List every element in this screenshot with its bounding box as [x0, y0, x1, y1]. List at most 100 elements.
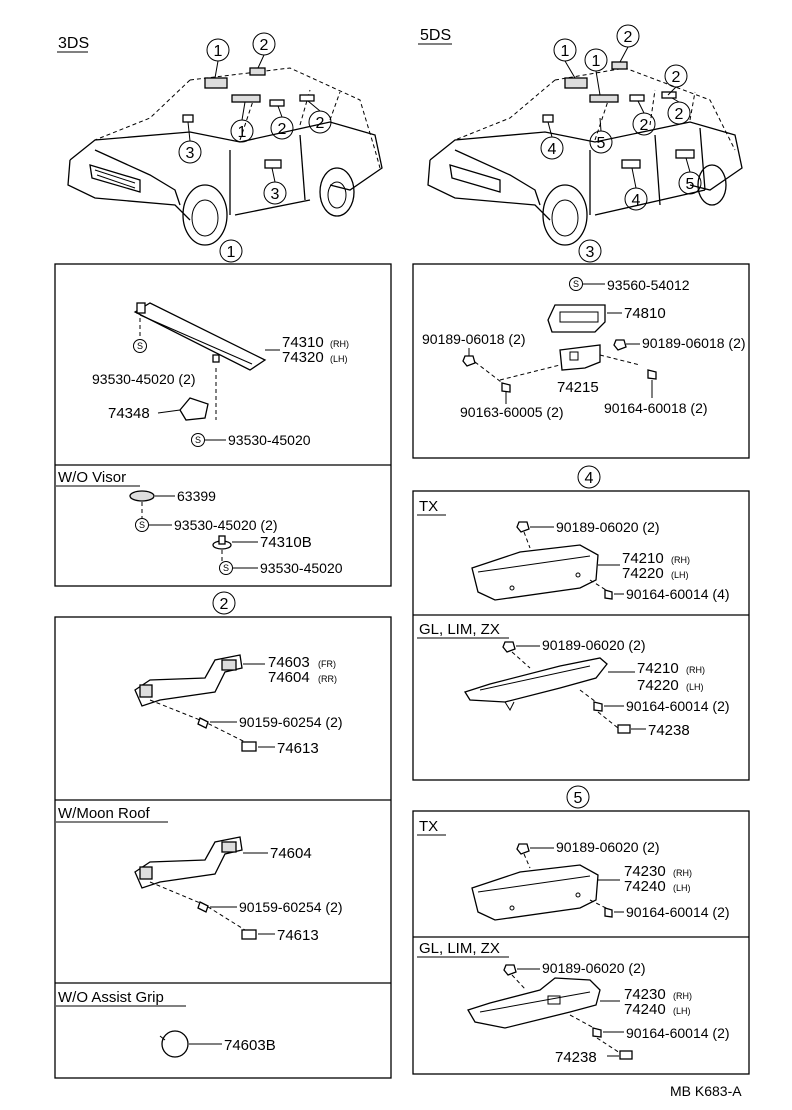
label-nut-90189-right: 90189-06018 (2) — [642, 335, 746, 351]
label-74240-gl: 74240 — [624, 1001, 666, 1018]
label-74810: 74810 — [624, 305, 666, 322]
gl-title-4: GL, LIM, ZX — [419, 621, 500, 638]
label-screw-93530-d: 93530-45020 — [260, 560, 343, 576]
label-74220-gl: 74220 — [637, 677, 679, 694]
label-74230-gl: 74230 — [624, 986, 666, 1003]
heading-3ds: 3DS — [58, 35, 89, 52]
label-74320: 74320 — [282, 349, 324, 366]
gl-title-5: GL, LIM, ZX — [419, 940, 500, 957]
screw-icon — [501, 382, 511, 393]
svg-text:3: 3 — [271, 186, 280, 203]
cover-74613 — [241, 929, 257, 940]
sun-visor — [133, 302, 267, 371]
armrest-74230-gl — [467, 977, 601, 1029]
panel3-callout — [578, 239, 602, 263]
label-nut-90189-20-4b: 90189-06020 (2) — [542, 637, 646, 653]
panel3-frame — [412, 263, 750, 459]
svg-text:2: 2 — [316, 115, 325, 132]
panel5-callout — [566, 785, 590, 809]
label-screw-90159-b: 90159-60254 (2) — [239, 899, 343, 915]
svg-text:(RR): (RR) — [318, 674, 337, 684]
car-3ds-drawing — [67, 67, 383, 246]
label-screw-90159-a: 90159-60254 (2) — [239, 714, 343, 730]
car-5ds-callouts: 1 1 2 2 2 2 4 5 4 5 — [540, 24, 702, 211]
svg-text:2: 2 — [278, 121, 287, 138]
label-74240-tx: 74240 — [624, 878, 666, 895]
svg-text:S: S — [195, 435, 201, 445]
label-74613-b: 74613 — [277, 927, 319, 944]
label-74215: 74215 — [557, 379, 599, 396]
armrest-74210-gl — [464, 657, 608, 712]
svg-text:5: 5 — [686, 176, 695, 193]
svg-text:1: 1 — [214, 43, 223, 60]
label-screw-90164-14-5a: 90164-60014 (2) — [626, 904, 730, 920]
svg-text:S: S — [223, 563, 229, 573]
screw-icon — [604, 589, 613, 600]
svg-text:(RH): (RH) — [673, 868, 692, 878]
label-screw-93530-c: 93530-45020 (2) — [174, 517, 278, 533]
svg-text:2: 2 — [675, 106, 684, 123]
label-74603: 74603 — [268, 654, 310, 671]
label-74603b: 74603B — [224, 1037, 276, 1054]
svg-text:3: 3 — [586, 244, 595, 261]
svg-text:5: 5 — [574, 790, 583, 807]
svg-text:3: 3 — [186, 145, 195, 162]
figure-code: MB K683-A — [670, 1083, 742, 1099]
label-74310: 74310 — [282, 334, 324, 351]
label-74238-4: 74238 — [648, 722, 690, 739]
panel1-callout — [219, 239, 243, 263]
svg-text:4: 4 — [548, 141, 557, 158]
tx-title-4: TX — [419, 498, 438, 515]
label-screw-90164-14-4a: 90164-60014 (4) — [626, 586, 730, 602]
svg-text:(FR): (FR) — [318, 659, 336, 669]
label-screw-93530-b: 93530-45020 — [228, 432, 311, 448]
label-93560: 93560-54012 — [607, 277, 690, 293]
svg-text:5: 5 — [597, 135, 606, 152]
svg-text:4: 4 — [585, 470, 594, 487]
svg-text:(LH): (LH) — [686, 682, 704, 692]
panel2-callout — [212, 591, 236, 615]
armrest-74230-tx — [471, 864, 599, 921]
label-74310b: 74310B — [260, 534, 312, 551]
label-nut-90189-20-5a: 90189-06020 (2) — [556, 839, 660, 855]
svg-text:4: 4 — [632, 192, 641, 209]
assist-grip-74603 — [134, 654, 243, 707]
panel1-frame — [54, 263, 392, 587]
assist-grip-74604 — [134, 836, 243, 889]
screw-icon — [569, 277, 583, 291]
car-5ds-drawing — [427, 61, 743, 246]
nut-icon — [516, 843, 530, 855]
svg-text:1: 1 — [227, 244, 236, 261]
screw-icon — [135, 518, 149, 532]
label-74348: 74348 — [108, 405, 150, 422]
svg-text:S: S — [137, 341, 143, 351]
label-74230-tx: 74230 — [624, 863, 666, 880]
panel2-frame — [54, 616, 392, 1079]
plug-74603b — [161, 1030, 189, 1058]
moon-roof-title: W/Moon Roof — [58, 805, 151, 822]
screw-icon — [133, 339, 147, 353]
nut-icon — [503, 964, 517, 976]
svg-text:S: S — [139, 520, 145, 530]
svg-text:(RH): (RH) — [673, 991, 692, 1001]
label-74604-moon: 74604 — [270, 845, 312, 862]
visor-clip — [179, 397, 209, 421]
svg-text:1: 1 — [238, 124, 247, 141]
panel5-frame — [412, 810, 750, 1075]
svg-text:(RH): (RH) — [686, 665, 705, 675]
label-74613-a: 74613 — [277, 740, 319, 757]
svg-text:2: 2 — [672, 69, 681, 86]
svg-text:2: 2 — [640, 117, 649, 134]
svg-text:S: S — [573, 279, 579, 289]
heading-5ds: 5DS — [420, 27, 451, 44]
panel4-callout — [577, 465, 601, 489]
label-63399: 63399 — [177, 488, 216, 504]
label-nut-90189-left: 90189-06018 (2) — [422, 331, 526, 347]
panel4-frame — [412, 490, 750, 781]
screw-icon — [191, 433, 205, 447]
wo-assist-grip-title: W/O Assist Grip — [58, 989, 164, 1006]
label-74220-tx: 74220 — [622, 565, 664, 582]
label-screw-90164-14-4b: 90164-60014 (2) — [626, 698, 730, 714]
cap-63399 — [129, 490, 155, 502]
